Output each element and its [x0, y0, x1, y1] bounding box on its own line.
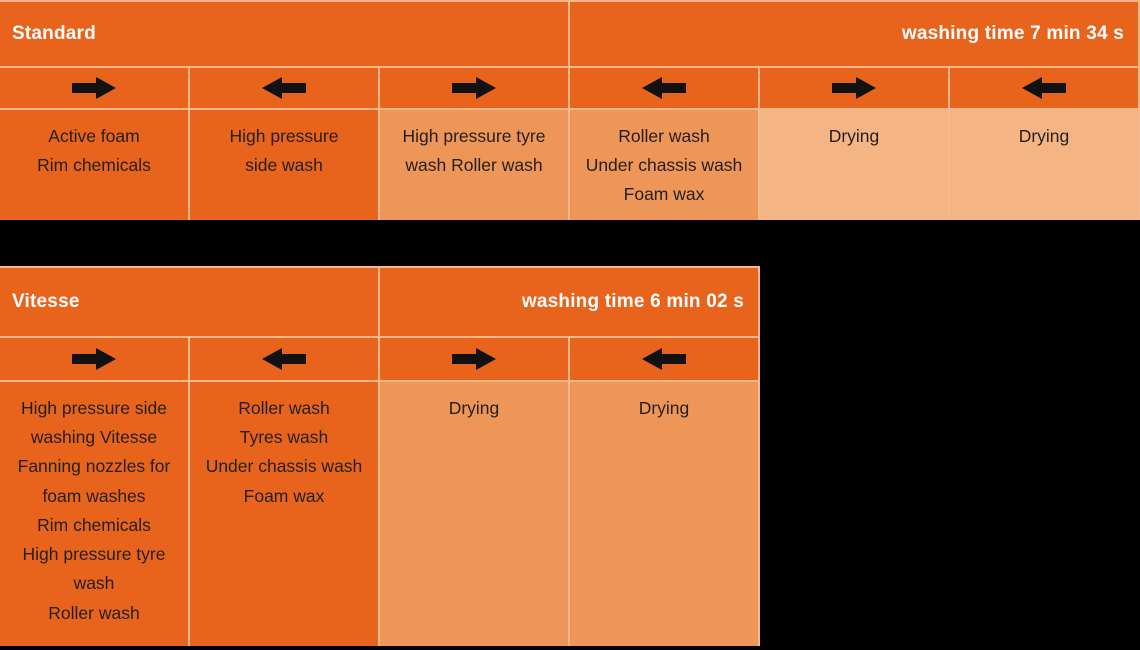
direction-arrow-right-icon [0, 338, 190, 382]
program-step-line: Tyres wash [239, 427, 329, 448]
program-step-line: Drying [1018, 126, 1070, 146]
program-step-line: Drying [638, 398, 690, 418]
program-step-line: side wash [245, 155, 323, 176]
program-step-line: foam washes [42, 485, 146, 506]
program-step-cell: Drying [380, 382, 570, 646]
wash-program-table-vitesse: Vitesse washing time 6 min 02 s High pre… [0, 266, 760, 646]
direction-arrow-right-icon [760, 68, 950, 110]
direction-arrow-left-icon [570, 338, 760, 382]
program-step-line: Roller wash [48, 602, 140, 623]
program-step-line: Roller wash [238, 398, 330, 418]
direction-arrow-right-icon [380, 68, 570, 110]
program-step-line: wash Roller wash [405, 155, 543, 176]
program-step-line: Under chassis wash [585, 155, 743, 176]
wash-program-table-standard: Standard washing time 7 min 34 s Active … [0, 0, 1140, 220]
program-step-line: wash [73, 573, 115, 594]
program-step-line: Foam wax [623, 184, 705, 205]
program-step-line: Rim chemicals [37, 514, 151, 535]
direction-arrow-left-icon [570, 68, 760, 110]
program-step-cell: Drying [760, 110, 950, 220]
program-step-line: High pressure tyre [22, 544, 166, 565]
direction-arrow-left-icon [950, 68, 1140, 110]
program-step-line: Foam wax [243, 485, 325, 506]
table-header-row: Vitesse washing time 6 min 02 s [0, 266, 760, 338]
table-header-row: Standard washing time 7 min 34 s [0, 0, 1140, 68]
program-step-cell: Drying [950, 110, 1140, 220]
program-step-line: Under chassis wash [205, 456, 363, 477]
direction-arrow-left-icon [190, 338, 380, 382]
program-step-line: Drying [448, 398, 500, 418]
program-step-line: Fanning nozzles for [17, 456, 171, 477]
direction-arrow-right-icon [0, 68, 190, 110]
program-step-cell: High pressure side wash [190, 110, 380, 220]
washing-time-label: washing time 7 min 34 s [570, 0, 1140, 68]
program-title: Standard [0, 0, 570, 68]
program-step-cell: High pressure tyre wash Roller wash [380, 110, 570, 220]
program-step-line: Drying [828, 126, 880, 146]
direction-arrow-row [0, 338, 760, 382]
direction-arrow-row [0, 68, 1140, 110]
washing-time-label: washing time 6 min 02 s [380, 266, 760, 338]
program-step-line: High pressure [229, 126, 339, 146]
program-step-line: Active foam [48, 126, 140, 146]
program-step-line: High pressure tyre [402, 126, 546, 146]
program-step-line: Rim chemicals [37, 155, 151, 176]
direction-arrow-left-icon [190, 68, 380, 110]
direction-arrow-right-icon [380, 338, 570, 382]
program-step-line: washing Vitesse [30, 427, 158, 448]
program-step-cell: Drying [570, 382, 760, 646]
program-title: Vitesse [0, 266, 380, 338]
program-step-line: Roller wash [618, 126, 710, 146]
program-step-line: High pressure side [21, 398, 167, 418]
